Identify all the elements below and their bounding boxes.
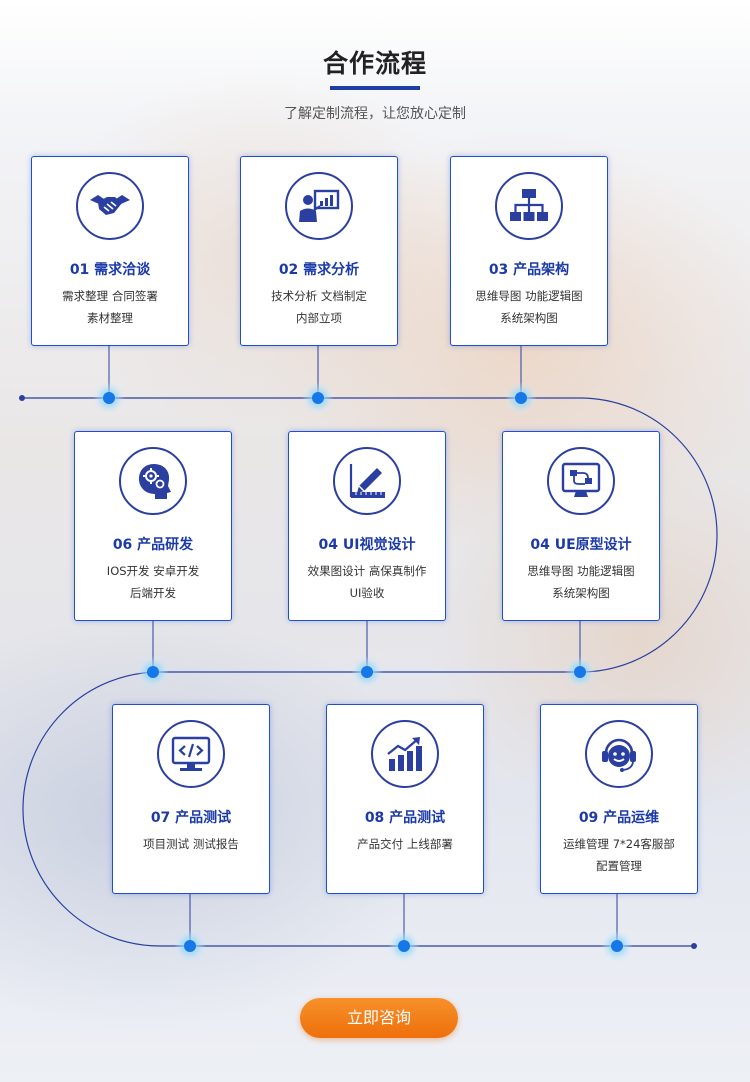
step-title: 01 需求洽谈 [69, 262, 151, 278]
step-description: IOS开发 安卓开发 后端开发 [106, 564, 200, 600]
step-card-product-operations: 09 产品运维 运维管理 7*24客服部 配置管理 [540, 704, 698, 894]
step-description: 效果图设计 高保真制作 UI验收 [307, 564, 427, 600]
page-title: 合作流程 [322, 49, 427, 78]
bar-chart-up-icon [371, 720, 439, 788]
title-underline [330, 86, 420, 90]
track-node [601, 930, 633, 962]
page-subtitle: 了解定制流程，让您放心定制 [284, 106, 466, 122]
step-card-product-delivery: 08 产品测试 产品交付 上线部署 [326, 704, 484, 894]
step-card-requirements-analysis: 02 需求分析 技术分析 文档制定 内部立项 [240, 156, 398, 346]
presentation-icon [285, 172, 353, 240]
step-card-ue-prototype: 04 UE原型设计 思维导图 功能逻辑图 系统架构图 [502, 431, 660, 621]
track-node [388, 930, 420, 962]
step-title: 02 需求分析 [278, 262, 360, 278]
step-title: 07 产品测试 [150, 810, 232, 826]
step-description: 项目测试 测试报告 [143, 837, 239, 851]
consult-now-button[interactable]: 立即咨询 [300, 998, 458, 1038]
track-node [302, 382, 334, 414]
track-node [93, 382, 125, 414]
step-description: 技术分析 文档制定 内部立项 [271, 289, 367, 325]
handshake-icon [76, 172, 144, 240]
step-card-ui-design: 04 UI视觉设计 效果图设计 高保真制作 UI验收 [288, 431, 446, 621]
track-node [505, 382, 537, 414]
track-node [351, 656, 383, 688]
step-title: 04 UI视觉设计 [318, 537, 416, 553]
step-card-product-testing: 07 产品测试 项目测试 测试报告 [112, 704, 270, 894]
pen-ruler-icon [333, 447, 401, 515]
code-monitor-icon [157, 720, 225, 788]
step-title: 03 产品架构 [488, 262, 570, 278]
step-title: 06 产品研发 [112, 537, 194, 553]
sitemap-icon [495, 172, 563, 240]
track-node [174, 930, 206, 962]
monitor-flow-icon [547, 447, 615, 515]
step-card-product-architecture: 03 产品架构 思维导图 功能逻辑图 系统架构图 [450, 156, 608, 346]
step-card-requirements-talk: 01 需求洽谈 需求整理 合同签署 素材整理 [31, 156, 189, 346]
track-node [137, 656, 169, 688]
track-nodes [93, 382, 633, 962]
step-description: 运维管理 7*24客服部 配置管理 [563, 837, 675, 873]
step-description: 需求整理 合同签署 素材整理 [62, 289, 158, 325]
step-description: 产品交付 上线部署 [357, 837, 453, 851]
brain-gear-icon [119, 447, 187, 515]
step-card-product-development: 06 产品研发 IOS开发 安卓开发 后端开发 [74, 431, 232, 621]
step-description: 思维导图 功能逻辑图 系统架构图 [475, 289, 583, 325]
track-node [564, 656, 596, 688]
step-title: 08 产品测试 [364, 810, 446, 826]
headset-support-icon [585, 720, 653, 788]
step-title: 09 产品运维 [578, 810, 660, 826]
step-title: 04 UE原型设计 [530, 537, 632, 553]
step-description: 思维导图 功能逻辑图 系统架构图 [527, 564, 635, 600]
